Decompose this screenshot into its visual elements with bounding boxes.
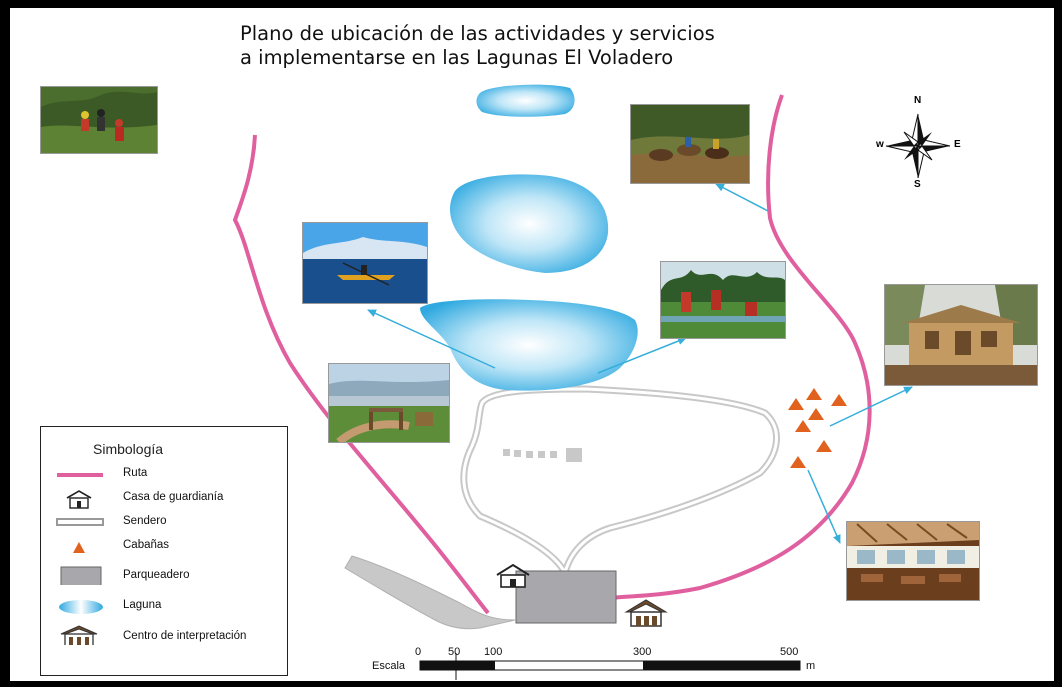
trail-loop: [460, 385, 780, 584]
fishing-photo: [660, 261, 786, 339]
compass-east-label: E: [954, 139, 961, 150]
scale-tick-0: 0: [415, 646, 422, 658]
legend-label: Cabañas: [123, 539, 170, 551]
compass-north-label: N: [914, 95, 922, 106]
legend-label: Sendero: [123, 515, 167, 527]
kayak-photo: [302, 222, 428, 304]
legend-label: Centro de interpretación: [123, 630, 247, 642]
scale-tick-50: 50: [448, 646, 461, 658]
legend-label: Laguna: [123, 599, 162, 611]
legend-item-lagoon: Laguna: [41, 597, 287, 617]
scale-label: Escala: [372, 660, 406, 672]
legend-label: Ruta: [123, 467, 148, 479]
scale-tick-300: 300: [633, 646, 652, 658]
house-outline-icon: [66, 490, 92, 509]
parking-lot: [515, 570, 617, 624]
legend-label: Parqueadero: [123, 569, 190, 581]
map-canvas: [232, 84, 913, 680]
compass-south-label: S: [914, 179, 921, 190]
trail-loop-inner: [462, 387, 778, 578]
compass-west-label: w: [876, 139, 884, 150]
map-title-line1: Plano de ubicación de las actividades y …: [240, 22, 715, 45]
scale-unit: m: [806, 660, 816, 672]
scale-tick-100: 100: [484, 646, 503, 658]
map-frame: Plano de ubicación de las actividades y …: [10, 8, 1054, 681]
lagoon-top: [476, 84, 575, 117]
guard-house-icon: [496, 563, 530, 588]
playground-photo: [328, 363, 450, 443]
restaurant-photo: [846, 521, 980, 601]
legend-item-trail: Sendero: [41, 513, 287, 533]
cabins-group: [788, 388, 847, 468]
legend-label: Casa de guardianía: [123, 491, 224, 503]
trail-lower-left: [344, 555, 516, 630]
legend-item-parking: Parqueadero: [41, 565, 287, 589]
legend-item-guard-house: Casa de guardianía: [41, 489, 287, 509]
lagoon-middle: [450, 174, 609, 273]
scale-tick-500: 500: [780, 646, 799, 658]
legend-item-cabins: Cabañas: [41, 537, 287, 557]
hikers-photo: [40, 86, 158, 154]
map-title-line2: a implementarse en las Lagunas El Volade…: [240, 46, 674, 69]
legend-item-route: Ruta: [41, 465, 287, 485]
cabin-photo: [884, 284, 1038, 386]
triangle-icon: [73, 542, 85, 553]
compass-rose: N S E w: [872, 95, 964, 194]
horseback-photo: [630, 104, 750, 184]
lagoon-bottom: [420, 299, 638, 391]
route-left: [232, 134, 490, 615]
scale-bar: [419, 653, 801, 680]
lagoon-blob-icon: [59, 600, 103, 614]
interpretation-center-icon: [60, 625, 98, 645]
legend-box: Simbología Ruta Casa de guardianía Sende…: [40, 426, 288, 676]
legend-item-interpretation-center: Centro de interpretación: [41, 625, 287, 649]
map-title: Plano de ubicación de las actividades y …: [240, 22, 715, 70]
interpretation-center-icon: [624, 599, 668, 627]
legend-title: Simbología: [93, 441, 164, 457]
